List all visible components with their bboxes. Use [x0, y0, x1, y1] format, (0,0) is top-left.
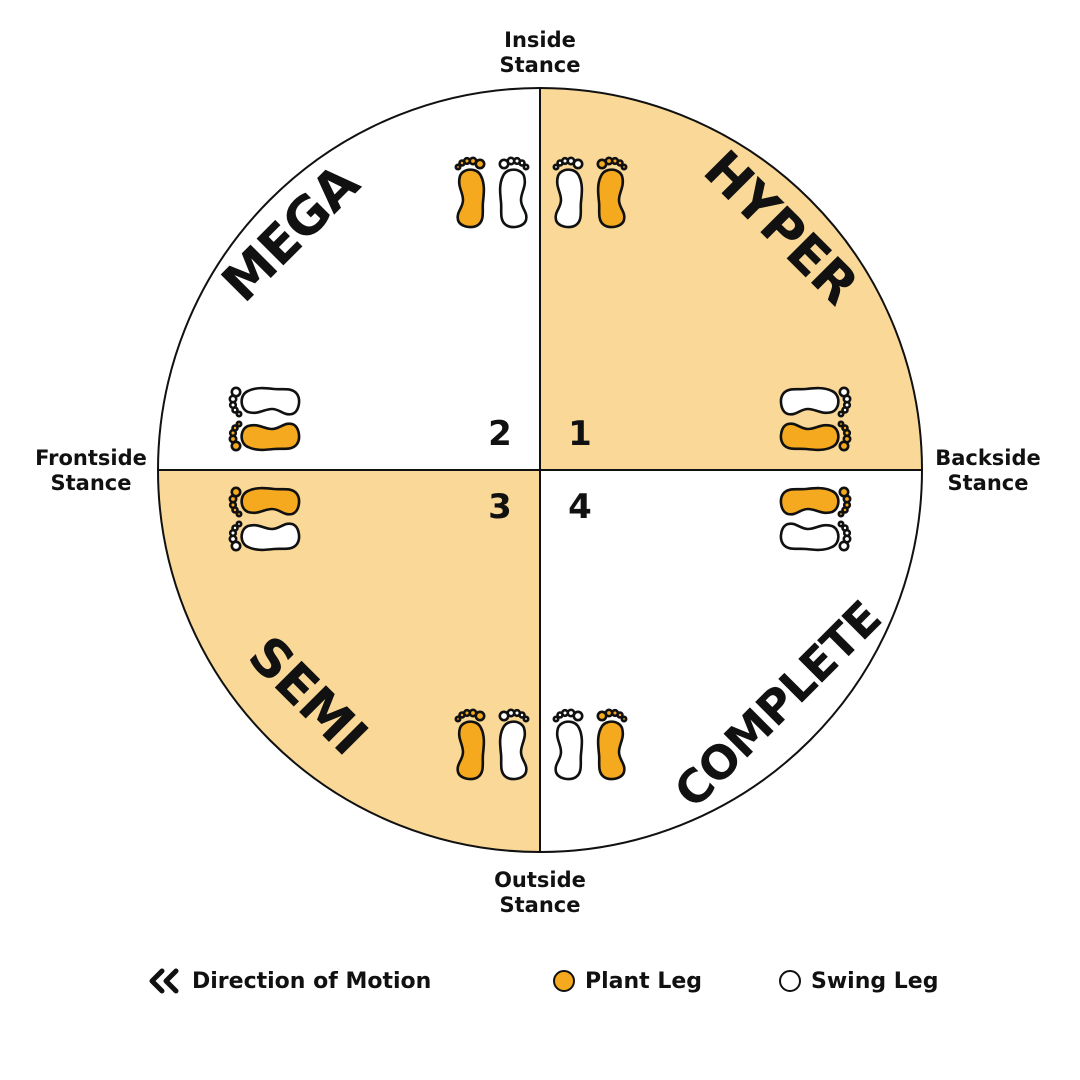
- label-inside-stance: Inside Stance: [465, 28, 615, 78]
- legend-swing: Swing Leg: [779, 964, 938, 998]
- label-frontside-stance: Frontside Stance: [16, 446, 166, 496]
- label-outside-stance: Outside Stance: [465, 868, 615, 918]
- swing-swatch-icon: [779, 970, 801, 992]
- plant-foot-icon: [779, 486, 852, 518]
- swing-foot-icon: [228, 386, 301, 418]
- plant-foot-icon: [596, 708, 628, 781]
- label-inside-line2: Stance: [499, 53, 581, 77]
- plant-swatch-icon: [553, 970, 575, 992]
- label-inside-line1: Inside: [504, 28, 576, 52]
- legend-direction-label: Direction of Motion: [192, 968, 432, 994]
- label-outside-line1: Outside: [494, 868, 586, 892]
- double-chevron-left-icon: [149, 968, 179, 994]
- plant-foot-icon: [228, 420, 301, 452]
- plant-foot-icon: [454, 156, 486, 229]
- swing-foot-icon: [779, 520, 852, 552]
- legend-direction: Direction of Motion: [148, 964, 431, 998]
- quadrant-name-complete: COMPLETE: [664, 591, 892, 819]
- quadrant-name-mega: MEGA: [211, 153, 371, 313]
- quadrant-3-shade: [158, 470, 540, 852]
- swing-foot-icon: [552, 708, 584, 781]
- label-frontside-line2: Stance: [50, 471, 132, 495]
- quadrant-number-4: 4: [568, 487, 592, 527]
- quadrant-number-1: 1: [568, 414, 592, 454]
- quadrant-number-2: 2: [488, 414, 512, 454]
- legend-plant-label: Plant Leg: [585, 968, 703, 994]
- quadrant-number-3: 3: [488, 487, 512, 527]
- quadrant-1-shade: [540, 88, 922, 470]
- label-backside-line2: Stance: [947, 471, 1029, 495]
- swing-foot-icon: [498, 156, 530, 229]
- legend-swing-label: Swing Leg: [811, 968, 939, 994]
- label-frontside-line1: Frontside: [35, 446, 147, 470]
- label-backside-stance: Backside Stance: [913, 446, 1063, 496]
- legend-plant: Plant Leg: [553, 964, 702, 998]
- label-backside-line1: Backside: [935, 446, 1041, 470]
- quadrant-shading: [158, 88, 922, 852]
- label-outside-line2: Stance: [499, 893, 581, 917]
